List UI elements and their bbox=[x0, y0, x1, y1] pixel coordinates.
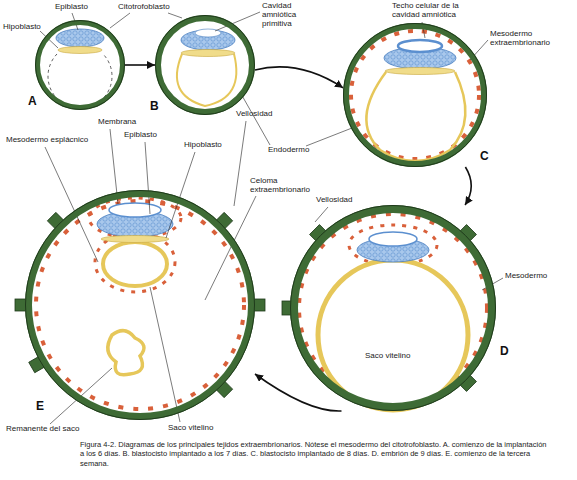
part-label: Remanente del saco bbox=[6, 425, 106, 434]
epiblast bbox=[181, 30, 235, 50]
part-label: Vellosidad bbox=[316, 196, 366, 205]
yolk-sac bbox=[103, 242, 167, 286]
endoderm bbox=[366, 72, 465, 161]
hypoblast bbox=[101, 236, 169, 243]
part-label: Membrana bbox=[98, 118, 148, 127]
amniotic-cavity bbox=[369, 232, 417, 246]
cytotrophoblast bbox=[294, 209, 492, 407]
part-label: Mesodermo extraembrionario bbox=[490, 30, 570, 48]
trophoblast-ring bbox=[155, 15, 255, 115]
stage-arrow bbox=[465, 167, 471, 205]
hypoblast bbox=[385, 68, 455, 75]
extraembryonic-mesoderm bbox=[351, 31, 479, 159]
figure-caption: Figura 4-2. Diagramas de los principales… bbox=[80, 440, 550, 468]
splanchnic-mesoderm bbox=[95, 232, 175, 292]
cytotrophoblast bbox=[38, 23, 123, 108]
part-label: Cavidad amniótica primitiva bbox=[262, 2, 314, 29]
ring-edge bbox=[26, 191, 255, 420]
part-label: Vellosidad bbox=[236, 110, 286, 119]
epiblast bbox=[56, 29, 104, 47]
hypoblast bbox=[181, 50, 235, 57]
part-label: Hipoblasto bbox=[184, 141, 234, 150]
leader-line bbox=[110, 13, 130, 28]
cytotrophoblast bbox=[29, 194, 252, 417]
trophoblast-ring bbox=[290, 205, 496, 411]
leader-line bbox=[234, 121, 246, 206]
stage-arrow bbox=[125, 64, 155, 66]
stage-letter: E bbox=[36, 400, 44, 412]
part-label: Epiblasto bbox=[124, 131, 174, 140]
part-label: Techo celular de la cavidad amniótica bbox=[392, 2, 487, 20]
stage-letter: C bbox=[480, 150, 489, 162]
amniotic-cavity bbox=[109, 203, 161, 217]
hypoblast bbox=[58, 47, 102, 54]
ring-edge bbox=[291, 206, 496, 411]
embryo-stage-panel: A bbox=[35, 20, 125, 110]
extraembryonic-mesoderm bbox=[36, 201, 244, 409]
trophoblast-ring bbox=[25, 190, 255, 420]
leader-line bbox=[240, 92, 270, 145]
leader-line bbox=[306, 128, 352, 146]
stage-letter: A bbox=[28, 95, 37, 107]
ring-edge bbox=[156, 16, 255, 115]
embryo-stage-panel: E bbox=[25, 190, 255, 420]
leader-line bbox=[315, 207, 328, 222]
trophoblast-ring bbox=[35, 20, 125, 110]
part-label: Mesodermo bbox=[505, 272, 565, 281]
embryo-stage-panel: C bbox=[343, 23, 487, 167]
yolk-sac-remnant bbox=[108, 331, 144, 375]
cytotrophoblast bbox=[346, 26, 484, 164]
stage-letter: B bbox=[150, 100, 159, 112]
somatic-mesoderm bbox=[89, 198, 181, 238]
cytotrophoblast bbox=[158, 18, 252, 112]
mesoderm bbox=[349, 225, 437, 265]
trophoblast-ring bbox=[343, 23, 487, 167]
part-label: Citotrofoblasto bbox=[118, 3, 188, 12]
stage-arrow bbox=[255, 67, 343, 88]
amniotic-cavity bbox=[398, 40, 442, 52]
part-label: Saco vitelino bbox=[365, 352, 435, 361]
embryo-stage-panel: D bbox=[290, 205, 496, 411]
ring-edge bbox=[344, 24, 487, 167]
leader-lines bbox=[40, 12, 503, 424]
stage-letter: D bbox=[500, 345, 509, 357]
embryo-stage-panel: B bbox=[155, 15, 255, 115]
part-label: Hipoblasto bbox=[3, 23, 49, 32]
part-label: Saco vitelino bbox=[168, 424, 238, 433]
part-label: Celoma extraembrionario bbox=[250, 177, 320, 195]
part-label: Endodermo bbox=[268, 146, 328, 155]
endoderm bbox=[177, 54, 236, 106]
part-label: Epiblasto bbox=[55, 3, 105, 12]
leader-line bbox=[150, 287, 180, 422]
leader-line bbox=[145, 142, 150, 214]
ring-edge bbox=[36, 21, 125, 110]
leader-line bbox=[168, 13, 182, 18]
part-label: Mesodermo esplácnico bbox=[6, 136, 106, 145]
